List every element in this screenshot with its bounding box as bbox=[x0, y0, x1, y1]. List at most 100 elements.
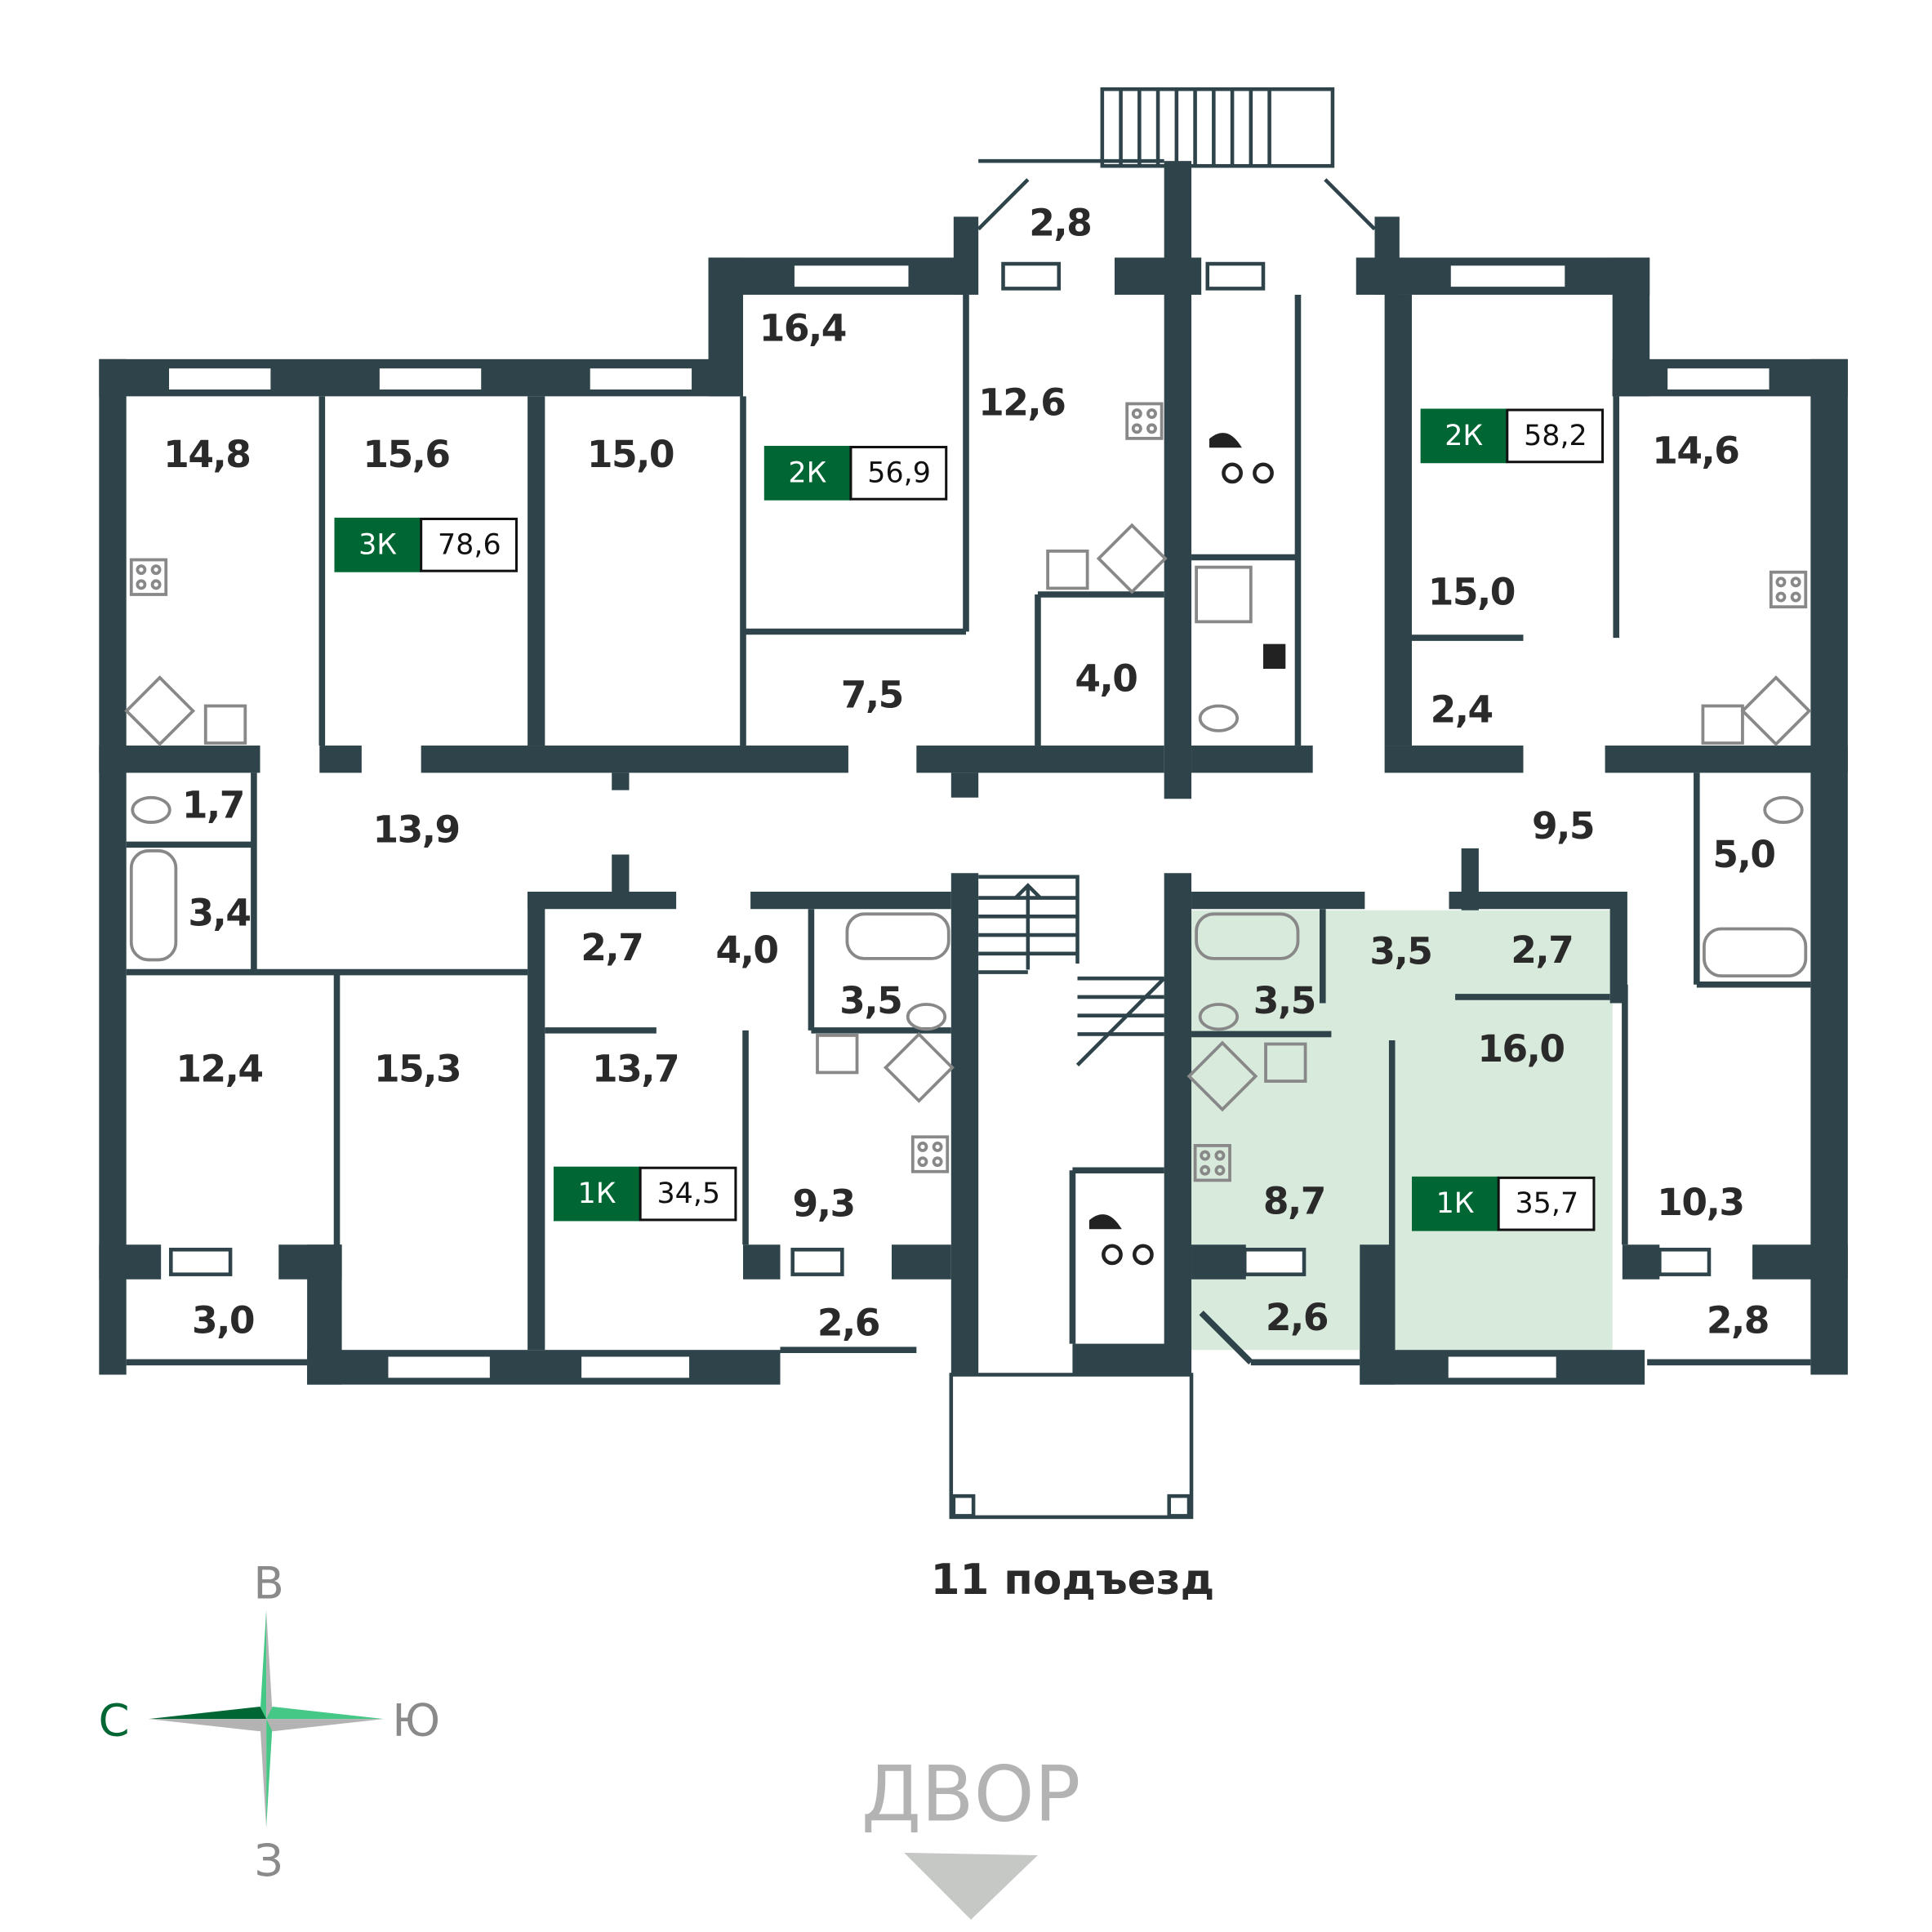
room-area: 13,9 bbox=[372, 808, 459, 852]
sink-icon bbox=[124, 675, 196, 747]
wall bbox=[743, 1244, 781, 1280]
wall bbox=[950, 772, 979, 798]
apartment-area: 58,2 bbox=[1524, 420, 1587, 452]
wall bbox=[1191, 892, 1365, 910]
stroller-bicycle-icon bbox=[1088, 1214, 1154, 1266]
room-area: 15,0 bbox=[1428, 570, 1515, 613]
wall bbox=[278, 1244, 342, 1280]
room-area: 12,6 bbox=[978, 381, 1065, 424]
room-area: 3,5 bbox=[1253, 979, 1315, 1022]
partition-wall bbox=[1199, 1310, 1253, 1365]
room-area: 15,6 bbox=[363, 433, 449, 476]
sink-icon bbox=[1740, 675, 1812, 747]
bathtub-icon bbox=[129, 849, 178, 962]
room-area: 14,6 bbox=[1652, 430, 1738, 473]
wall bbox=[1191, 1244, 1246, 1280]
wall bbox=[1752, 1244, 1848, 1280]
room-area: 2,4 bbox=[1431, 688, 1493, 732]
wall bbox=[750, 892, 951, 910]
room-area: 13,7 bbox=[592, 1047, 679, 1090]
wall bbox=[1164, 873, 1192, 1375]
window bbox=[577, 1352, 693, 1382]
wall bbox=[99, 358, 127, 1375]
room-area: 2,8 bbox=[1707, 1298, 1769, 1342]
interior-lines bbox=[126, 294, 1811, 1366]
stove-icon bbox=[1769, 570, 1808, 609]
room-area: 3,5 bbox=[1369, 929, 1431, 973]
wall bbox=[612, 854, 630, 892]
windows bbox=[165, 261, 1774, 1382]
stove-icon bbox=[910, 1135, 950, 1173]
room-area: 2,6 bbox=[817, 1301, 879, 1344]
apartment-type: 2К bbox=[788, 456, 826, 489]
highlighted-apartment-fill[interactable] bbox=[1191, 910, 1613, 1351]
stroller-bicycle-icon bbox=[1209, 433, 1274, 484]
compass-rose: В С Ю З bbox=[98, 1556, 440, 1886]
room-area: 4,0 bbox=[1075, 657, 1137, 701]
bathtub-icon bbox=[1195, 912, 1300, 960]
wall bbox=[1461, 848, 1479, 910]
window bbox=[790, 261, 913, 291]
room-area: 9,5 bbox=[1532, 804, 1594, 848]
wall bbox=[528, 892, 677, 910]
bathtub-icon bbox=[1703, 927, 1808, 978]
window bbox=[1658, 1248, 1712, 1276]
wall bbox=[1072, 1343, 1192, 1375]
wall bbox=[421, 746, 848, 773]
room-area: 9,3 bbox=[793, 1182, 855, 1226]
window bbox=[1447, 261, 1569, 291]
fridge-icon bbox=[203, 704, 247, 745]
sink-icon bbox=[1096, 523, 1168, 594]
room-area: 12,4 bbox=[176, 1047, 262, 1090]
wall bbox=[319, 746, 362, 773]
wall bbox=[99, 746, 260, 773]
stove-icon bbox=[129, 558, 168, 596]
window bbox=[169, 1248, 233, 1276]
wall bbox=[892, 1244, 951, 1280]
fridge-icon bbox=[1264, 1042, 1307, 1083]
wall bbox=[953, 216, 979, 295]
window bbox=[1663, 364, 1774, 394]
apartment-type: 2К bbox=[1445, 420, 1483, 452]
window bbox=[165, 364, 274, 394]
room-area: 16,0 bbox=[1477, 1027, 1564, 1071]
bathtub-icon bbox=[845, 912, 950, 960]
wall bbox=[1360, 1244, 1395, 1385]
wall bbox=[99, 1244, 162, 1280]
room-area: 2,6 bbox=[1266, 1296, 1328, 1339]
wall bbox=[528, 892, 545, 1351]
room-area: 3,0 bbox=[192, 1298, 254, 1342]
toilet-icon bbox=[1198, 704, 1240, 732]
window bbox=[384, 1352, 494, 1382]
wall bbox=[1449, 892, 1625, 910]
wall bbox=[528, 396, 545, 746]
window bbox=[1445, 1352, 1560, 1382]
cleaning-icon bbox=[1195, 565, 1286, 669]
toilet-icon bbox=[906, 1003, 947, 1031]
room-area: 2,7 bbox=[1511, 928, 1573, 972]
room-area: 2,7 bbox=[581, 926, 643, 969]
wall bbox=[612, 772, 630, 790]
window bbox=[586, 364, 696, 394]
apartment-area: 78,6 bbox=[438, 528, 501, 561]
yard-arrow-icon bbox=[904, 1852, 1038, 1920]
window bbox=[1205, 261, 1266, 291]
apartment-badge-2k[interactable]: 2К 58,2 bbox=[1420, 408, 1605, 464]
wall bbox=[1605, 746, 1848, 773]
wall bbox=[1384, 294, 1412, 746]
compass-west-label: З bbox=[255, 1834, 283, 1886]
room-area: 8,7 bbox=[1263, 1180, 1325, 1223]
sink-icon bbox=[883, 1031, 955, 1103]
wall bbox=[1374, 216, 1400, 295]
entrance-label: 11 подъезд bbox=[931, 1556, 1215, 1605]
room-area: 7,5 bbox=[841, 673, 903, 716]
room-area: 10,3 bbox=[1657, 1181, 1743, 1224]
compass-east-label: В bbox=[253, 1556, 283, 1609]
wall bbox=[1622, 1244, 1660, 1280]
room-area: 5,0 bbox=[1712, 833, 1774, 876]
